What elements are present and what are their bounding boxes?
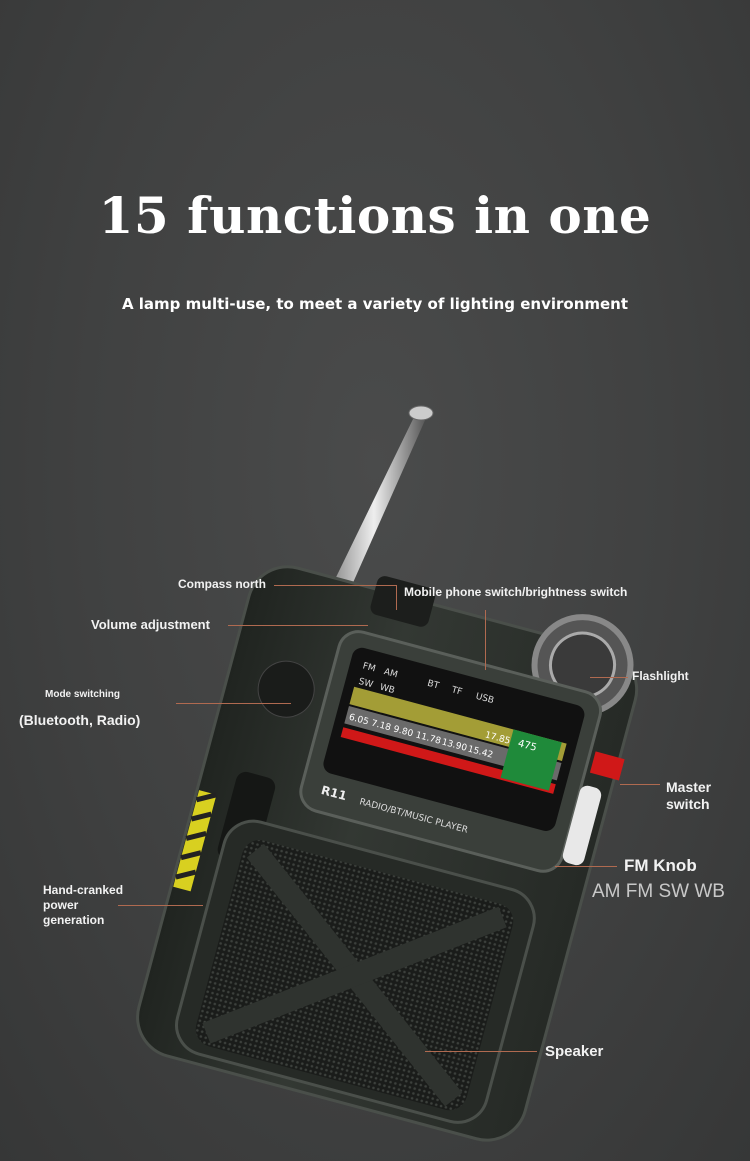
leader-line bbox=[555, 866, 617, 867]
display-label: FM bbox=[361, 661, 376, 674]
page-title: 15 functions in one bbox=[98, 186, 652, 245]
label-master-switch-1: Master bbox=[666, 779, 712, 795]
leader-line bbox=[485, 610, 486, 670]
label-bands: AM FM SW WB bbox=[592, 881, 725, 902]
model-name: R11 bbox=[320, 783, 349, 803]
label-hand-crank-2: power bbox=[43, 898, 79, 912]
label-compass-north: Compass north bbox=[178, 577, 267, 591]
label-hand-crank-1: Hand-cranked bbox=[43, 883, 124, 897]
display-label: USB bbox=[474, 692, 494, 706]
volume-knob bbox=[370, 576, 436, 627]
page-subtitle: A lamp multi-use, to meet a variety of l… bbox=[121, 295, 629, 313]
label-volume-adjustment: Volume adjustment bbox=[91, 617, 210, 632]
label-hand-crank-3: generation bbox=[43, 913, 105, 927]
leader-line bbox=[176, 703, 291, 704]
label-master-switch-2: switch bbox=[666, 796, 710, 812]
label-fm-knob: FM Knob bbox=[624, 856, 697, 875]
leader-line bbox=[228, 625, 368, 626]
leader-line bbox=[396, 585, 397, 610]
display-label: SW bbox=[357, 677, 374, 690]
label-mode-switching: Mode switching bbox=[45, 689, 120, 700]
display-label: WB bbox=[379, 683, 396, 697]
leader-line bbox=[425, 1051, 537, 1052]
label-speaker: Speaker bbox=[545, 1043, 604, 1060]
display-label: AM bbox=[383, 667, 399, 680]
leader-line bbox=[620, 784, 660, 785]
tuning-dial bbox=[562, 785, 602, 866]
display-label: BT bbox=[426, 679, 440, 692]
label-mobile-phone-switch: Mobile phone switch/brightness switch bbox=[404, 585, 628, 599]
master-switch bbox=[589, 751, 625, 781]
label-mode-detail: (Bluetooth, Radio) bbox=[19, 712, 141, 728]
display-label: TF bbox=[449, 685, 463, 698]
display-value: 475 bbox=[517, 738, 538, 754]
leader-line bbox=[118, 905, 203, 906]
hazard-stripes bbox=[173, 790, 218, 892]
leader-line bbox=[590, 677, 628, 678]
label-flashlight: Flashlight bbox=[632, 669, 689, 683]
antenna bbox=[322, 405, 434, 612]
leader-line bbox=[274, 585, 396, 586]
